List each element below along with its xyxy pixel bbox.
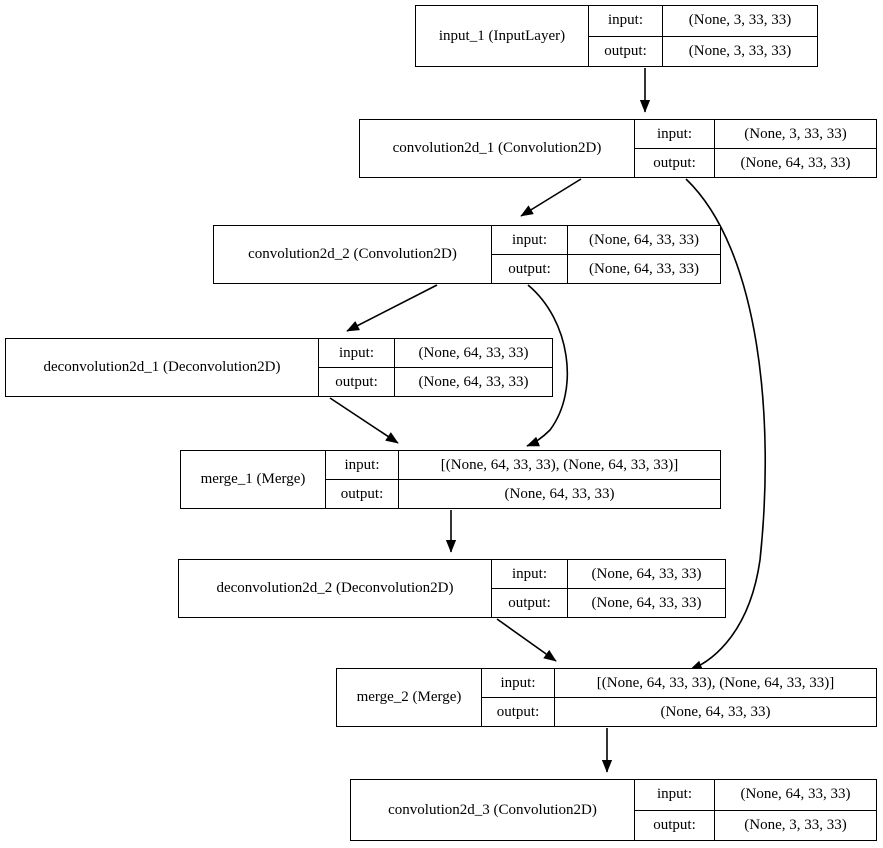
node-output-row: output: (None, 64, 33, 33) xyxy=(635,149,876,177)
output-shape: (None, 64, 33, 33) xyxy=(740,154,851,171)
node-deconvolution2d-2[interactable]: deconvolution2d_2 (Deconvolution2D) inpu… xyxy=(178,559,726,618)
output-label: output: xyxy=(589,36,663,66)
output-label: output: xyxy=(492,255,568,283)
node-io-table: input: (None, 64, 33, 33) output: (None,… xyxy=(635,780,876,840)
node-label: deconvolution2d_2 (Deconvolution2D) xyxy=(179,560,492,617)
node-io-table: input: [(None, 64, 33, 33), (None, 64, 3… xyxy=(482,669,876,726)
node-io-table: input: (None, 64, 33, 33) output: (None,… xyxy=(319,339,552,396)
output-label: output: xyxy=(635,149,715,177)
node-io-table: input: [(None, 64, 33, 33), (None, 64, 3… xyxy=(326,451,720,508)
node-merge-2[interactable]: merge_2 (Merge) input: [(None, 64, 33, 3… xyxy=(336,668,877,727)
node-deconvolution2d-1[interactable]: deconvolution2d_1 (Deconvolution2D) inpu… xyxy=(5,338,553,397)
node-input-row: input: (None, 3, 33, 33) xyxy=(589,6,817,37)
node-label: merge_2 (Merge) xyxy=(337,669,482,726)
output-shape: (None, 64, 33, 33) xyxy=(660,703,771,720)
node-label: convolution2d_3 (Convolution2D) xyxy=(351,780,635,840)
edge-convolution2d_2-to-deconvolution2d_1 xyxy=(346,284,438,332)
node-input-row: input: (None, 64, 33, 33) xyxy=(319,339,552,368)
input-shape: (None, 3, 33, 33) xyxy=(744,125,847,142)
node-label: convolution2d_1 (Convolution2D) xyxy=(360,120,635,177)
output-label: output: xyxy=(635,810,715,840)
input-label: input: xyxy=(482,669,555,697)
input-shape: [(None, 64, 33, 33), (None, 64, 33, 33)] xyxy=(440,456,679,473)
node-input-row: input: (None, 64, 33, 33) xyxy=(492,226,720,255)
output-label: output: xyxy=(482,698,555,726)
input-shape: (None, 64, 33, 33) xyxy=(740,786,851,803)
node-output-row: output: (None, 64, 33, 33) xyxy=(326,480,720,508)
input-label: input: xyxy=(635,780,715,810)
input-label: input: xyxy=(589,6,663,36)
output-shape: (None, 64, 33, 33) xyxy=(418,373,529,390)
node-output-row: output: (None, 64, 33, 33) xyxy=(482,698,876,726)
edge-deconvolution2d_2-to-merge_2 xyxy=(496,618,557,662)
input-label: input: xyxy=(492,560,568,588)
node-convolution2d-1[interactable]: convolution2d_1 (Convolution2D) input: (… xyxy=(359,119,877,178)
output-shape: (None, 3, 33, 33) xyxy=(744,816,847,833)
input-shape: (None, 64, 33, 33) xyxy=(591,565,702,582)
node-input-row: input: (None, 64, 33, 33) xyxy=(492,560,725,589)
output-shape: (None, 64, 33, 33) xyxy=(591,594,702,611)
output-shape: (None, 64, 33, 33) xyxy=(504,485,615,502)
node-input-row: input: (None, 64, 33, 33) xyxy=(635,780,876,811)
node-label: merge_1 (Merge) xyxy=(181,451,326,508)
output-label: output: xyxy=(326,480,399,508)
output-label: output: xyxy=(319,368,395,396)
input-shape: [(None, 64, 33, 33), (None, 64, 33, 33)] xyxy=(596,674,835,691)
node-label: deconvolution2d_1 (Deconvolution2D) xyxy=(6,339,319,396)
input-shape: (None, 64, 33, 33) xyxy=(589,231,699,248)
node-output-row: output: (None, 3, 33, 33) xyxy=(589,36,817,66)
node-convolution2d-2[interactable]: convolution2d_2 (Convolution2D) input: (… xyxy=(213,225,721,284)
output-shape: (None, 3, 33, 33) xyxy=(688,42,792,59)
node-io-table: input: (None, 64, 33, 33) output: (None,… xyxy=(492,560,725,617)
input-shape: (None, 64, 33, 33) xyxy=(418,344,529,361)
input-label: input: xyxy=(492,226,568,254)
node-output-row: output: (None, 64, 33, 33) xyxy=(492,589,725,617)
node-output-row: output: (None, 64, 33, 33) xyxy=(492,255,720,283)
node-input-row: input: (None, 3, 33, 33) xyxy=(635,120,876,149)
node-input-1[interactable]: input_1 (InputLayer) input: (None, 3, 33… xyxy=(415,5,818,67)
input-label: input: xyxy=(326,451,399,479)
node-merge-1[interactable]: merge_1 (Merge) input: [(None, 64, 33, 3… xyxy=(180,450,721,509)
node-io-table: input: (None, 64, 33, 33) output: (None,… xyxy=(492,226,720,283)
output-label: output: xyxy=(492,589,568,617)
node-io-table: input: (None, 3, 33, 33) output: (None, … xyxy=(635,120,876,177)
node-label: convolution2d_2 (Convolution2D) xyxy=(214,226,492,283)
edge-deconvolution2d_1-to-merge_1 xyxy=(329,397,399,444)
node-io-table: input: (None, 3, 33, 33) output: (None, … xyxy=(589,6,817,66)
node-output-row: output: (None, 3, 33, 33) xyxy=(635,810,876,840)
input-label: input: xyxy=(635,120,715,148)
node-input-row: input: [(None, 64, 33, 33), (None, 64, 3… xyxy=(326,451,720,480)
output-shape: (None, 64, 33, 33) xyxy=(589,260,699,277)
node-convolution2d-3[interactable]: convolution2d_3 (Convolution2D) input: (… xyxy=(350,779,877,841)
node-label: input_1 (InputLayer) xyxy=(416,6,589,66)
node-output-row: output: (None, 64, 33, 33) xyxy=(319,368,552,396)
input-shape: (None, 3, 33, 33) xyxy=(688,12,792,29)
input-label: input: xyxy=(319,339,395,367)
node-input-row: input: [(None, 64, 33, 33), (None, 64, 3… xyxy=(482,669,876,698)
edge-convolution2d_1-to-convolution2d_2 xyxy=(520,178,582,217)
